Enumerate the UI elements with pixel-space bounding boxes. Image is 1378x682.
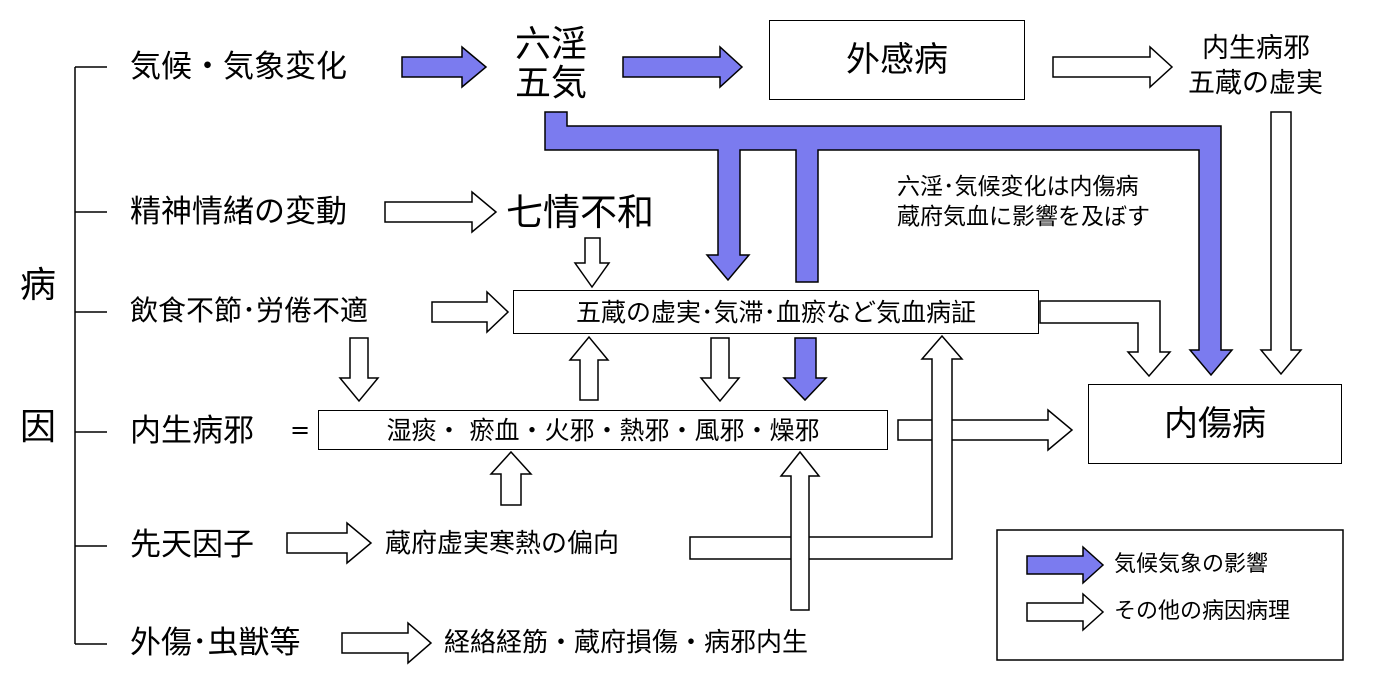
arrow-gozo-to-naishou [1039, 300, 1172, 378]
arrow-trauma-to-effect [341, 621, 433, 665]
legend-climate-label: 気候気象の影響 [1114, 552, 1269, 577]
cause-bracket [74, 66, 107, 645]
legend-other-label: その他の病因病理 [1114, 599, 1291, 624]
naisei-label: 内生病邪 [1202, 33, 1310, 64]
category-internal: 内生病邪 [130, 413, 254, 449]
arrow-shichijou-down [573, 237, 611, 289]
white-arrow-icon [1026, 592, 1105, 632]
arrow-emotion-to-shichijou [384, 190, 498, 234]
goki-label: 五気 [515, 63, 588, 104]
internal-pathogen-label: 湿痰・ 瘀血・火邪・熱邪・風邪・燥邪 [386, 415, 820, 445]
cause-label-bottom: 因 [20, 407, 57, 448]
arrow-internal-to-gozo-blue [782, 337, 828, 402]
arrow-internal-up-left [568, 335, 610, 401]
arrow-congenital-to-gozo [689, 334, 964, 560]
gozo-pathology-label: 五蔵の虚実･気滞･血瘀など気血病証 [575, 297, 976, 327]
arrow-naisei-down [1259, 111, 1303, 376]
shichijou-label: 七情不和 [506, 191, 654, 234]
naishoubyou-box: 内傷病 [1088, 384, 1342, 464]
naishoubyou-label: 内傷病 [1164, 404, 1266, 444]
gaikanbyou-box: 外感病 [769, 20, 1025, 100]
category-climate: 気候・気象変化 [130, 49, 347, 85]
internal-pathogen-box: 湿痰・ 瘀血・火邪・熱邪・風邪・燥邪 [318, 410, 888, 450]
arrow-gozo-down-mid [699, 337, 741, 403]
trauma-effect-label: 経絡経筋・蔵府損傷・病邪内生 [444, 628, 809, 658]
other-arrows [286, 45, 1303, 665]
arrow-diet-to-gozo [431, 290, 510, 334]
arrow-climate-to-rokuin [401, 45, 488, 89]
arrow-congenital-up [489, 450, 533, 506]
cause-label-top: 病 [20, 265, 57, 306]
gozo-kyojitsu-label: 五蔵の虚実 [1188, 68, 1323, 99]
climate-arrows [401, 45, 828, 402]
legend-box [996, 529, 1344, 661]
equals-sign: = [290, 416, 311, 444]
gozo-pathology-box: 五蔵の虚実･気滞･血瘀など気血病証 [513, 290, 1039, 334]
arrow-congenital-to-effect [286, 521, 373, 565]
category-emotion: 精神情緒の変動 [130, 194, 347, 230]
category-congenital: 先天因子 [130, 527, 254, 563]
arrow-gaikan-to-naisei [1052, 45, 1174, 89]
arrow-trauma-up [779, 450, 821, 611]
category-diet: 飲食不節･労倦不適 [130, 294, 369, 327]
rokuin-label: 六淫 [515, 24, 588, 65]
arrow-diet-down [338, 337, 380, 403]
congenital-effect-label: 蔵府虚実寒熱の偏向 [385, 529, 620, 559]
arrow-internal-to-naishou [897, 408, 1074, 452]
climate-influence-band [544, 111, 1234, 377]
influence-note-line2: 蔵府気血に影響を及ぼす [897, 204, 1150, 230]
blue-arrow-icon [1026, 545, 1105, 585]
influence-note-line1: 六淫･気候変化は内傷病 [897, 174, 1139, 200]
arrow-rokuin-to-gaikanbyou [622, 45, 744, 89]
category-trauma: 外傷･虫獣等 [130, 625, 301, 661]
gaikanbyou-label: 外感病 [846, 40, 948, 80]
